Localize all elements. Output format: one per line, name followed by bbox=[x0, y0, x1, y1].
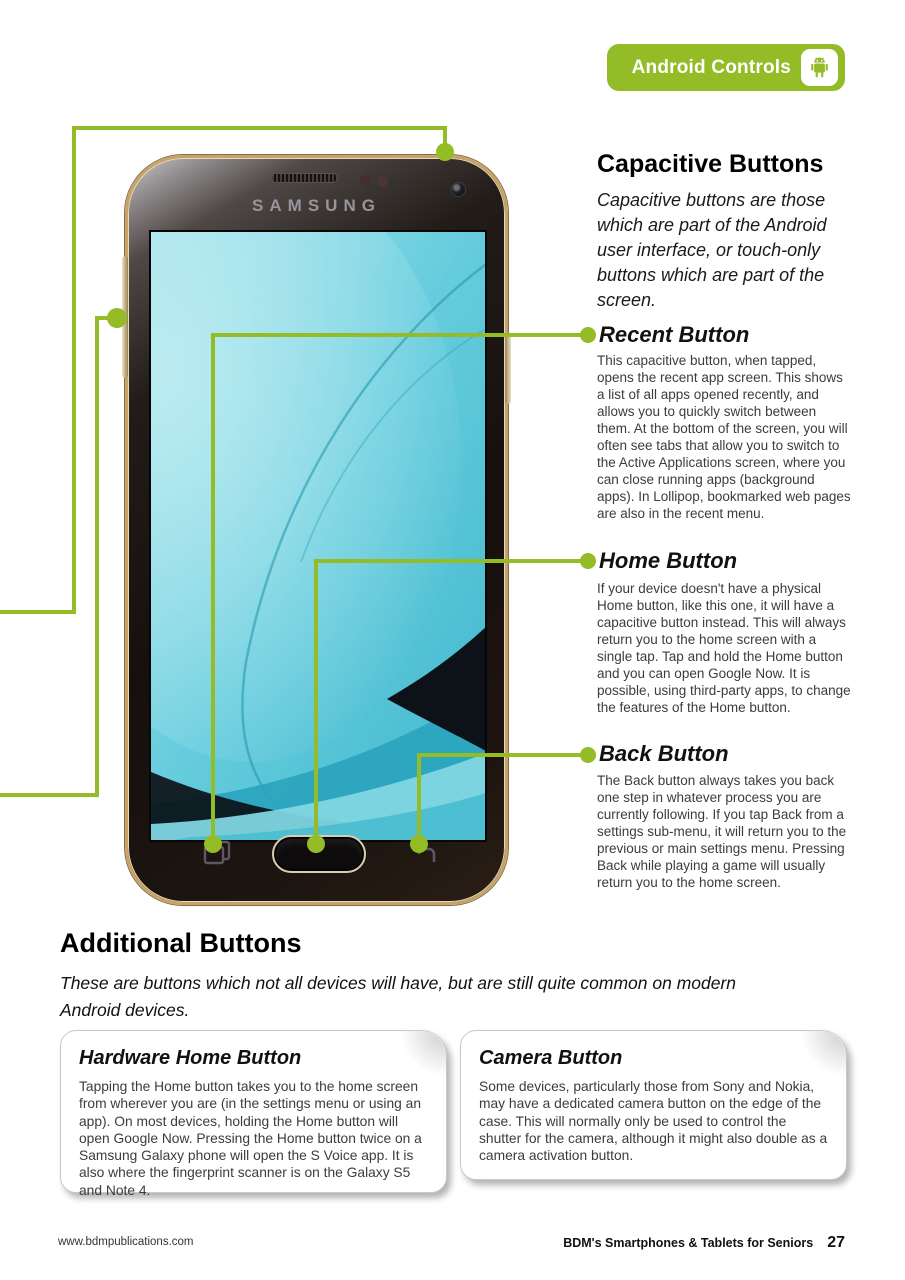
footer-right: BDM's Smartphones & Tablets for Seniors … bbox=[563, 1234, 845, 1252]
hardware-home-button-box-title: Hardware Home Button bbox=[79, 1047, 302, 1069]
badge-label: Android Controls bbox=[631, 56, 791, 78]
capacitive-buttons-intro: Capacitive buttons are those which are p… bbox=[597, 190, 827, 310]
callout-dot-recent-label bbox=[580, 327, 596, 343]
callout-dot-back-label bbox=[580, 747, 596, 763]
callout-dot-home-label bbox=[580, 553, 596, 569]
back-arrow-icon bbox=[412, 843, 436, 862]
capacitive-buttons-title: Capacitive Buttons bbox=[597, 150, 824, 178]
footer-website: www.bdmpublications.com bbox=[58, 1236, 194, 1248]
proximity-sensor bbox=[360, 175, 371, 186]
samsung-phone-illustration: SAMSUNG bbox=[122, 155, 511, 905]
front-camera bbox=[451, 182, 466, 197]
additional-buttons-title: Additional Buttons bbox=[60, 928, 302, 958]
phone-nav-row bbox=[128, 832, 505, 888]
hardware-home-button-box: Hardware Home Button Tapping the Home bu… bbox=[60, 1030, 447, 1198]
light-sensor bbox=[377, 176, 388, 187]
camera-button-box-body: Some devices, particularly those from So… bbox=[479, 1079, 828, 1164]
power-button bbox=[505, 334, 511, 404]
recent-button-body: This capacitive button, when tapped, ope… bbox=[597, 353, 851, 521]
samsung-logo: SAMSUNG bbox=[252, 196, 381, 215]
camera-button-box: Camera Button Some devices, particularly… bbox=[460, 1030, 847, 1180]
home-button-body: If your device doesn't have a physical H… bbox=[597, 581, 851, 715]
recent-button-title: Recent Button bbox=[599, 322, 750, 347]
hardware-home-button-box-body: Tapping the Home button takes you to the… bbox=[79, 1079, 422, 1198]
android-controls-badge: Android Controls bbox=[607, 44, 845, 91]
earpiece-speaker bbox=[271, 173, 338, 183]
volume-button bbox=[122, 256, 128, 378]
hardware-home-button bbox=[272, 835, 366, 873]
android-robot-icon bbox=[801, 49, 838, 86]
phone-screen bbox=[149, 230, 487, 842]
additional-buttons-intro: These are buttons which not all devices … bbox=[60, 973, 737, 1020]
callout-line-side bbox=[0, 316, 112, 797]
wallpaper-graphic bbox=[151, 232, 485, 840]
footer-book-title: BDM's Smartphones & Tablets for Seniors bbox=[563, 1236, 814, 1250]
home-button-title: Home Button bbox=[599, 548, 738, 573]
back-button-body: The Back button always takes you back on… bbox=[597, 773, 847, 890]
camera-button-box-title: Camera Button bbox=[479, 1047, 623, 1069]
recent-apps-icon bbox=[203, 840, 231, 865]
footer-page-number: 27 bbox=[827, 1234, 845, 1251]
back-button-title: Back Button bbox=[599, 741, 729, 766]
